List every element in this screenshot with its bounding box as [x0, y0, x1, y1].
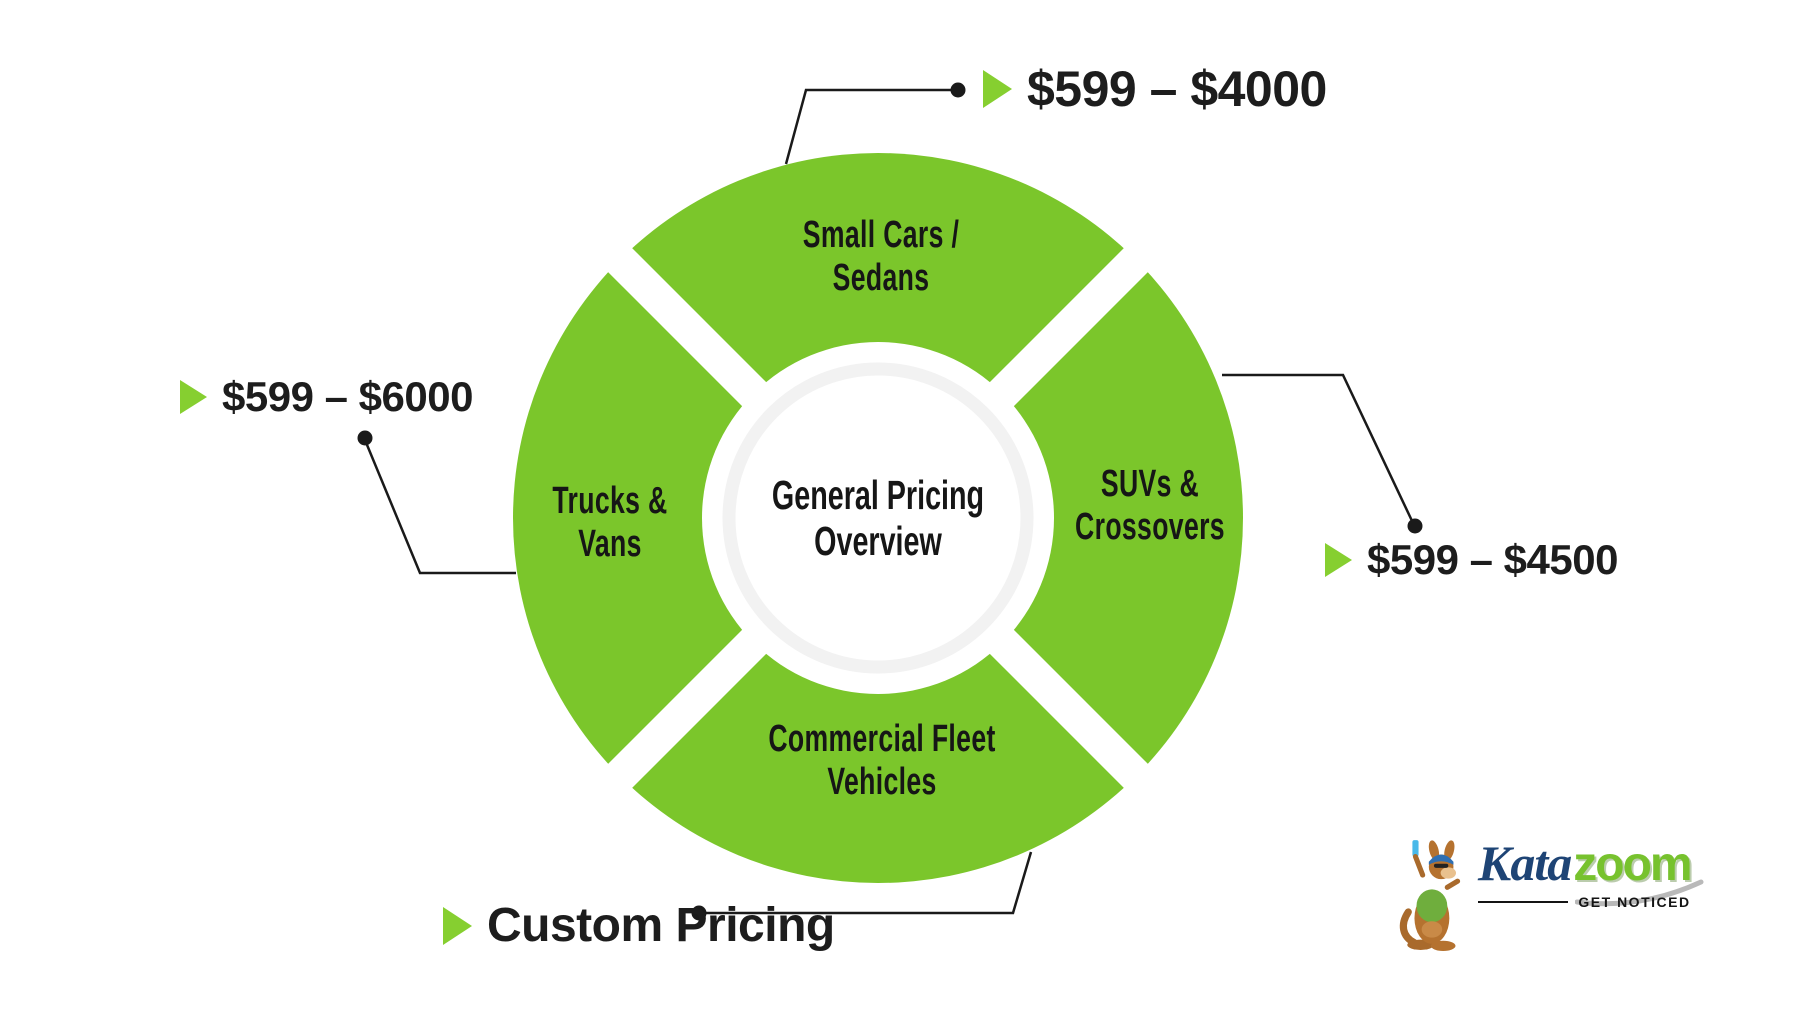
connector-top-dot: [950, 82, 966, 98]
price-text-small-cars: $599 – $4000: [1027, 61, 1327, 117]
wheel-center-title: General Pricing Overview: [772, 472, 984, 564]
wheel-center-title-line2: Overview: [814, 518, 942, 564]
hub-ring: [722, 362, 1034, 674]
segment-label-commercial-line2: Vehicles: [827, 761, 937, 803]
tagline-text: GET NOTICED: [1578, 894, 1691, 910]
connector-right-dot: [1407, 518, 1423, 534]
logo-tagline-row: GET NOTICED: [1478, 894, 1691, 910]
triangle-marker-icon: [180, 380, 207, 414]
tagline-rule: [1478, 901, 1569, 903]
price-text-commercial: Custom Pricing: [487, 899, 835, 952]
segment-label-suvs: SUVs & Crossovers: [1075, 463, 1225, 549]
price-text-trucks: $599 – $6000: [222, 373, 473, 420]
segment-label-suvs-line2: Crossovers: [1075, 506, 1225, 548]
wheel-hub: [702, 342, 1054, 694]
segment-label-suvs-line1: SUVs &: [1100, 463, 1200, 505]
segment-label-small-cars-line2: Sedans: [832, 257, 930, 299]
connector-bottom: [701, 851, 1033, 915]
price-text-suvs: $599 – $4500: [1367, 536, 1618, 583]
connector-bottom-dot: [691, 905, 707, 921]
logo-swoosh-icon: [1574, 879, 1704, 907]
price-callout-commercial: Custom Pricing: [443, 898, 835, 953]
segment-label-trucks-line1: Trucks &: [552, 480, 668, 522]
connector-left-dot: [357, 430, 373, 446]
connector-top: [784, 88, 956, 165]
triangle-marker-icon: [1325, 543, 1352, 577]
segment-label-commercial-line1: Commercial Fleet: [768, 718, 996, 760]
segment-label-commercial: Commercial Fleet Vehicles: [768, 718, 995, 804]
segment-label-trucks-line2: Vans: [578, 523, 642, 565]
kangaroo-mascot-icon: [1399, 840, 1461, 951]
segment-label-trucks: Trucks & Vans: [552, 480, 667, 566]
connector-left: [363, 439, 516, 575]
price-callout-trucks: $599 – $6000: [180, 373, 473, 421]
connector-right: [1222, 373, 1415, 524]
segment-label-small-cars: Small Cars / Sedans: [803, 214, 959, 300]
triangle-marker-icon: [983, 70, 1012, 108]
wheel-center-title-line1: General Pricing: [771, 472, 985, 518]
price-callout-suvs: $599 – $4500: [1325, 536, 1618, 584]
segment-label-small-cars-line1: Small Cars /: [802, 214, 960, 256]
brand-wordmark: Kata zoom: [1478, 834, 1693, 892]
triangle-marker-icon: [443, 906, 472, 945]
katazoom-logo: Kata zoom GET NOTICED: [1398, 834, 1704, 952]
brand-kata-text: Kata: [1478, 835, 1572, 891]
price-callout-small-cars: $599 – $4000: [983, 60, 1327, 118]
brand-zoom-text: zoom: [1573, 838, 1692, 891]
